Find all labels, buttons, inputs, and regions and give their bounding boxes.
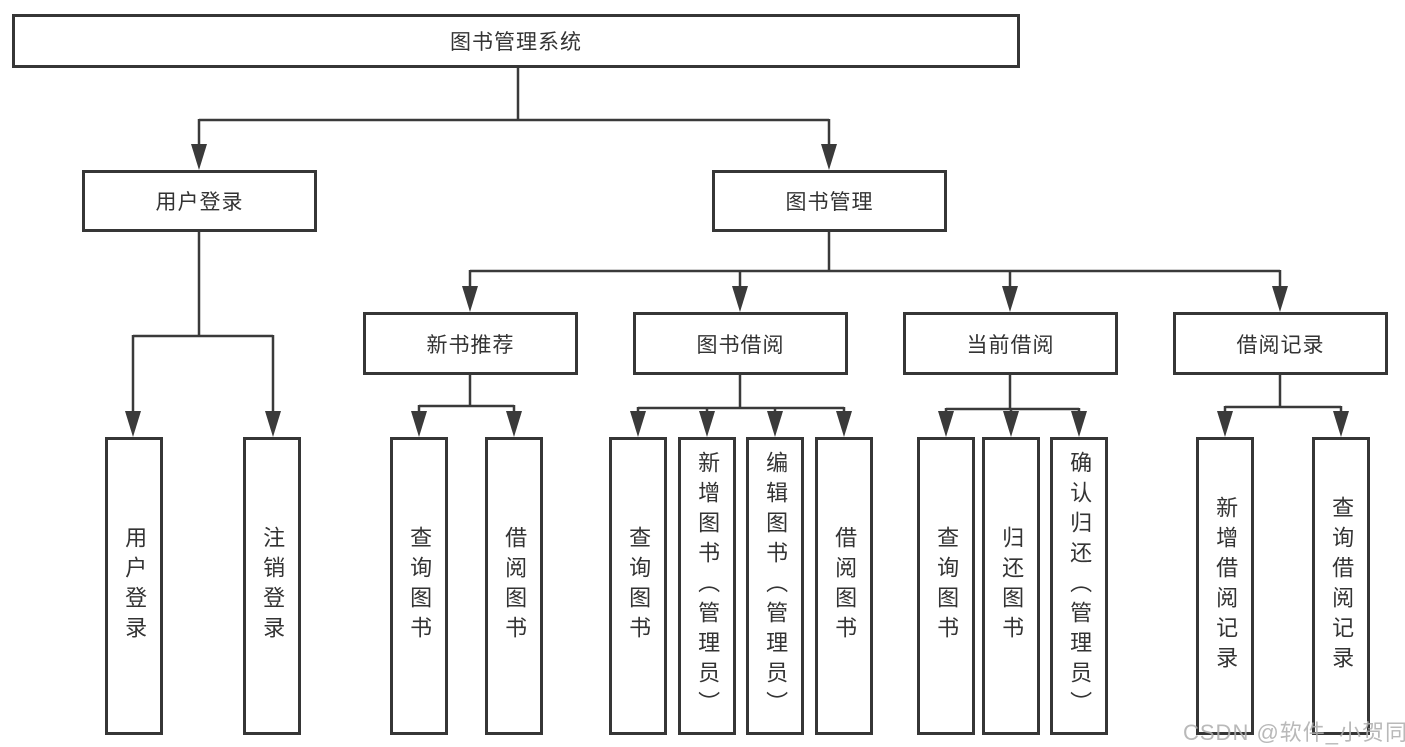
node-label: 注销登录 <box>260 526 286 646</box>
node-label: 用户登录 <box>122 526 148 646</box>
node-label: 借阅图书 <box>832 526 858 646</box>
node-label: 查询图书 <box>626 526 652 646</box>
leaf-logout: 注销登录 <box>243 437 301 735</box>
node-label: 图书管理系统 <box>450 31 582 54</box>
node-label: 查询借阅记录 <box>1329 496 1355 676</box>
node-user-login: 用户登录 <box>82 170 317 232</box>
node-label: 图书管理 <box>785 191 874 214</box>
node-label: 用户登录 <box>155 191 244 214</box>
node-label: 确认归还（管理员） <box>1067 451 1093 721</box>
node-label: 查询图书 <box>934 526 960 646</box>
node-label: 借阅记录 <box>1236 333 1325 357</box>
leaf-confirm-return-admin: 确认归还（管理员） <box>1050 437 1108 735</box>
leaf-add-books-admin: 新增图书（管理员） <box>678 437 736 735</box>
leaf-user-login: 用户登录 <box>105 437 163 735</box>
leaf-borrow-books: 借阅图书 <box>815 437 873 735</box>
node-root-book-management-system: 图书管理系统 <box>12 14 1020 68</box>
node-label: 新增借阅记录 <box>1213 496 1239 676</box>
leaf-return-books: 归还图书 <box>982 437 1040 735</box>
node-label: 借阅图书 <box>502 526 528 646</box>
leaf-query-borrow-record: 查询借阅记录 <box>1312 437 1370 735</box>
leaf-borrow-books-recommend: 借阅图书 <box>485 437 543 735</box>
node-label: 查询图书 <box>407 526 433 646</box>
leaf-add-borrow-record: 新增借阅记录 <box>1196 437 1254 735</box>
leaf-edit-books-admin: 编辑图书（管理员） <box>746 437 804 735</box>
node-label: 图书借阅 <box>696 333 785 357</box>
leaf-query-books-current: 查询图书 <box>917 437 975 735</box>
node-label: 新书推荐 <box>426 333 515 357</box>
node-label: 归还图书 <box>999 526 1025 646</box>
node-book-borrowing: 图书借阅 <box>633 312 848 375</box>
node-label: 当前借阅 <box>966 333 1055 357</box>
leaf-query-books-borrow: 查询图书 <box>609 437 667 735</box>
leaf-query-books-recommend: 查询图书 <box>390 437 448 735</box>
node-label: 新增图书（管理员） <box>695 451 721 721</box>
node-label: 编辑图书（管理员） <box>763 451 789 721</box>
node-borrowing-records: 借阅记录 <box>1173 312 1388 375</box>
node-current-borrowing: 当前借阅 <box>903 312 1118 375</box>
node-new-book-recommendation: 新书推荐 <box>363 312 578 375</box>
watermark: CSDN @软件_小贺同学 <box>1183 720 1405 745</box>
node-book-management: 图书管理 <box>712 170 947 232</box>
